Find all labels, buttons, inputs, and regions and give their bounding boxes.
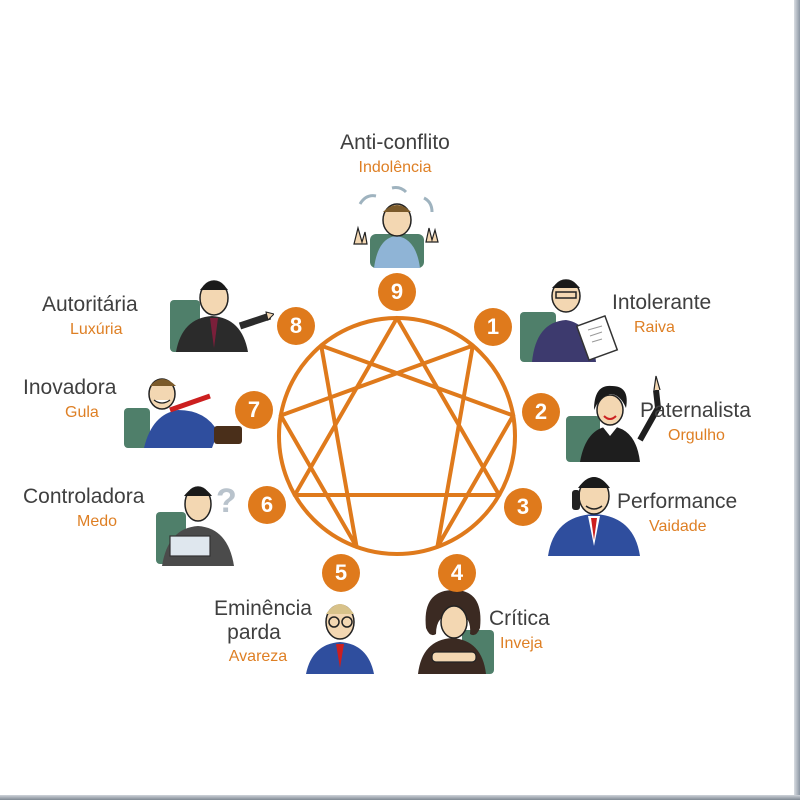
enneagram-inner-triangle bbox=[292, 316, 502, 497]
type-7-trait: Gula bbox=[65, 404, 99, 422]
type-9-name: Anti-conflito bbox=[340, 131, 450, 154]
type-5-name-line-1: Eminência bbox=[213, 597, 312, 620]
type-3-trait: Vaidade bbox=[649, 518, 707, 536]
enneagram-circle bbox=[277, 316, 517, 556]
type-6-name: Controladora bbox=[23, 485, 145, 508]
man-with-glasses-icon bbox=[306, 604, 374, 674]
type-3-name: Performance bbox=[617, 490, 738, 513]
svg-text:?: ? bbox=[216, 482, 237, 520]
type-8-name: Autoritária bbox=[42, 293, 138, 316]
enneagram-hexad bbox=[278, 343, 516, 549]
type-4-name: Crítica bbox=[489, 607, 550, 630]
woman-pointing-up-icon bbox=[566, 375, 662, 462]
type-9-label: Anti-conflito Indolência bbox=[310, 131, 480, 178]
type-8-badge: 8 bbox=[277, 307, 315, 345]
type-8-label: Autoritária Luxúria bbox=[42, 293, 138, 340]
type-1-name: Intolerante bbox=[612, 291, 712, 314]
right-border bbox=[794, 0, 800, 800]
type-2-badge: 2 bbox=[522, 393, 560, 431]
type-5-label: Eminência parda Avareza bbox=[176, 597, 312, 667]
type-2-trait: Orgulho bbox=[668, 427, 725, 445]
bottom-border bbox=[0, 795, 800, 800]
type-5-trait: Avareza bbox=[228, 648, 288, 666]
type-5-name-line-2: parda bbox=[227, 621, 281, 645]
type-1-label: Intolerante Raiva bbox=[612, 291, 711, 338]
type-2-name: Paternalista bbox=[640, 399, 751, 422]
man-pointing-icon bbox=[170, 280, 274, 352]
man-with-question-mark-icon: ? bbox=[156, 482, 237, 566]
running-man-icon bbox=[124, 378, 242, 448]
type-4-label: Crítica Inveja bbox=[489, 607, 550, 654]
woman-arms-crossed-icon bbox=[418, 590, 494, 674]
type-5-badge: 5 bbox=[322, 554, 360, 592]
type-7-badge: 7 bbox=[235, 391, 273, 429]
type-8-trait: Luxúria bbox=[70, 321, 123, 339]
type-1-trait: Raiva bbox=[634, 319, 675, 337]
type-4-badge: 4 bbox=[438, 554, 476, 592]
type-6-trait: Medo bbox=[77, 513, 118, 531]
type-6-label: Controladora Medo bbox=[23, 485, 144, 532]
type-9-trait: Indolência bbox=[358, 159, 432, 177]
man-on-phone-icon bbox=[548, 477, 640, 556]
type-7-name: Inovadora bbox=[23, 376, 117, 399]
type-9-badge: 9 bbox=[378, 273, 416, 311]
type-6-badge: 6 bbox=[248, 486, 286, 524]
type-1-badge: 1 bbox=[474, 308, 512, 346]
type-3-badge: 3 bbox=[504, 488, 542, 526]
type-2-label: Paternalista Orgulho bbox=[640, 399, 751, 446]
type-7-label: Inovadora Gula bbox=[23, 376, 116, 423]
angry-man-icon bbox=[520, 279, 619, 362]
relaxed-man-icon bbox=[353, 186, 439, 268]
type-3-label: Performance Vaidade bbox=[617, 490, 737, 537]
type-4-trait: Inveja bbox=[500, 635, 543, 653]
